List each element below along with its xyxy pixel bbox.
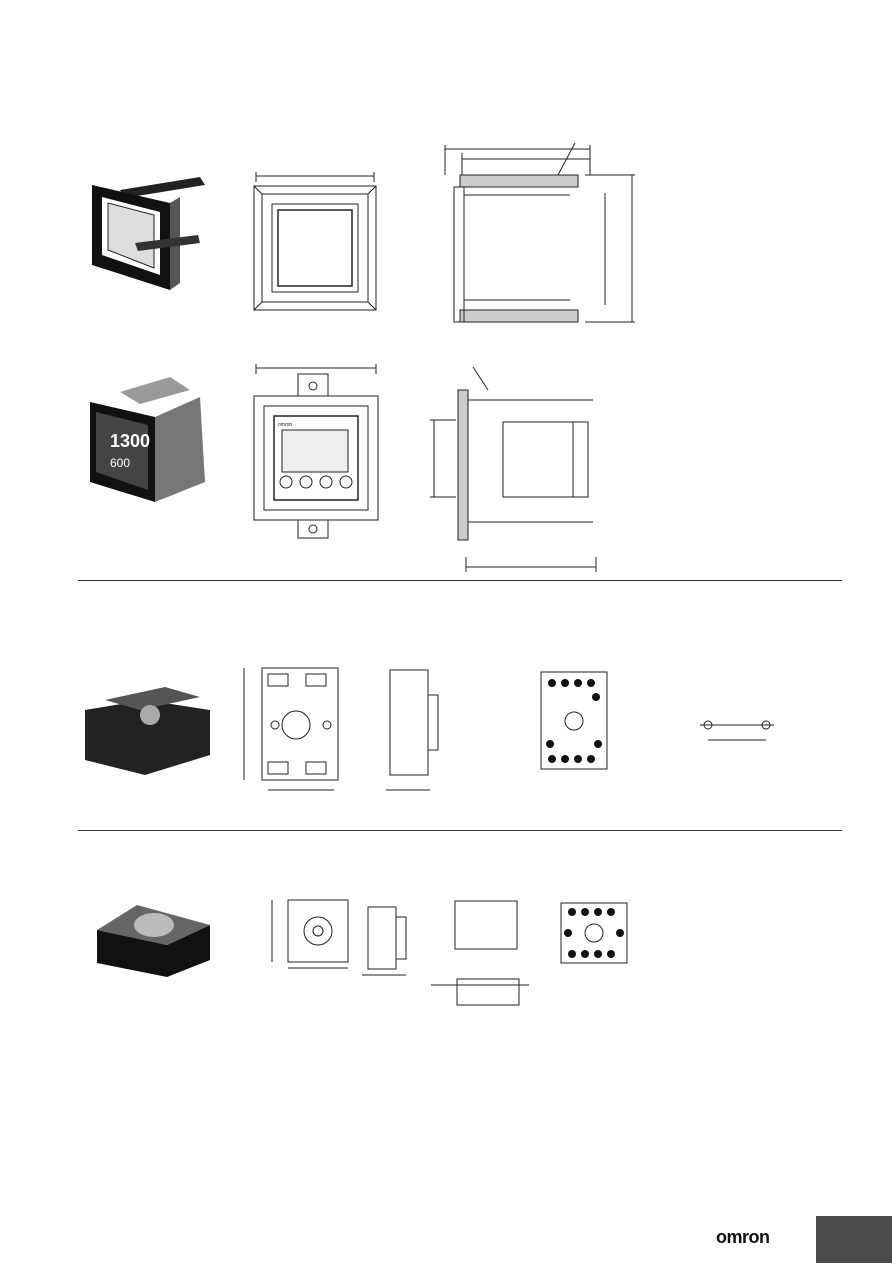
controller-front-view: omron — [250, 362, 385, 542]
adapter-frame-side-view — [440, 135, 640, 330]
section-divider-2 — [78, 830, 842, 831]
controller-perspective-drawing: 1300 600 — [90, 377, 205, 502]
controller-perspective: 1300 600 — [80, 372, 215, 507]
section-divider-1 — [78, 580, 842, 581]
back-socket-perspective-drawing — [97, 905, 210, 977]
back-socket-terminal-drawing — [431, 900, 529, 1006]
controller-front-drawing: omron — [253, 364, 379, 539]
omron-logo-mark: omron — [716, 1227, 770, 1247]
controller-side-view — [428, 362, 603, 577]
socket-terminal-drawing — [540, 671, 608, 770]
perspective-pv-readout: 1300 — [110, 431, 150, 451]
socket-mounting-holes — [700, 712, 780, 747]
omron-logo: omron — [716, 1226, 790, 1248]
controller-side-drawing — [430, 366, 597, 572]
socket-side-drawing — [386, 669, 439, 791]
perspective-sv-readout: 600 — [110, 456, 130, 470]
adapter-frame-side-drawing — [444, 142, 635, 323]
adapter-frame-perspective-drawing — [92, 177, 205, 290]
socket-side-view — [378, 645, 458, 800]
socket-top-view — [238, 650, 348, 795]
adapter-frame-front-view — [250, 170, 380, 315]
back-socket-terminal-layout — [560, 902, 628, 964]
socket-terminal-diagram — [540, 671, 608, 770]
adapter-frame-perspective — [80, 165, 210, 300]
socket-perspective — [80, 675, 215, 780]
front-panel-brand: omron — [278, 422, 292, 428]
back-socket-perspective — [92, 885, 214, 980]
socket-perspective-drawing — [85, 687, 210, 775]
back-socket-terminal-block — [425, 885, 530, 1010]
back-socket-terminal-diagram — [560, 902, 628, 964]
socket-mounting-holes-drawing — [700, 720, 774, 741]
omron-logo-text: omron — [716, 1227, 770, 1247]
page-edge-tab — [816, 1216, 892, 1263]
back-socket-front-view — [268, 888, 350, 973]
back-socket-front-drawing — [271, 899, 349, 969]
back-socket-side-view — [358, 895, 423, 980]
adapter-frame-front-drawing — [253, 172, 377, 311]
back-socket-side-drawing — [362, 906, 407, 976]
socket-top-drawing — [243, 667, 339, 791]
